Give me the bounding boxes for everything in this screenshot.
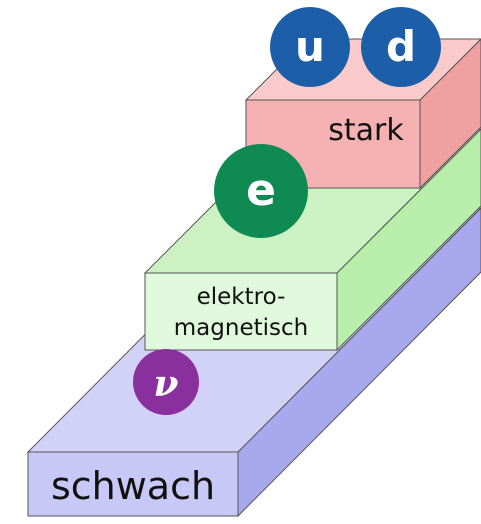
neutrino-ball-icon: ν bbox=[133, 349, 199, 415]
strong-step-label: stark bbox=[328, 113, 404, 148]
electron-ball-icon: e bbox=[214, 144, 308, 238]
down-quark-ball-icon: d bbox=[361, 7, 441, 87]
electromagnetic-step-label-line1: elektro- bbox=[197, 284, 286, 310]
up-quark-symbol: u bbox=[295, 22, 325, 71]
up-quark-ball-icon: u bbox=[270, 7, 350, 87]
electron-symbol: e bbox=[246, 165, 276, 216]
down-quark-symbol: d bbox=[386, 22, 416, 71]
electromagnetic-step-label-line2: magnetisch bbox=[174, 315, 308, 341]
weak-step-label: schwach bbox=[51, 464, 215, 508]
neutrino-symbol: ν bbox=[154, 363, 179, 405]
